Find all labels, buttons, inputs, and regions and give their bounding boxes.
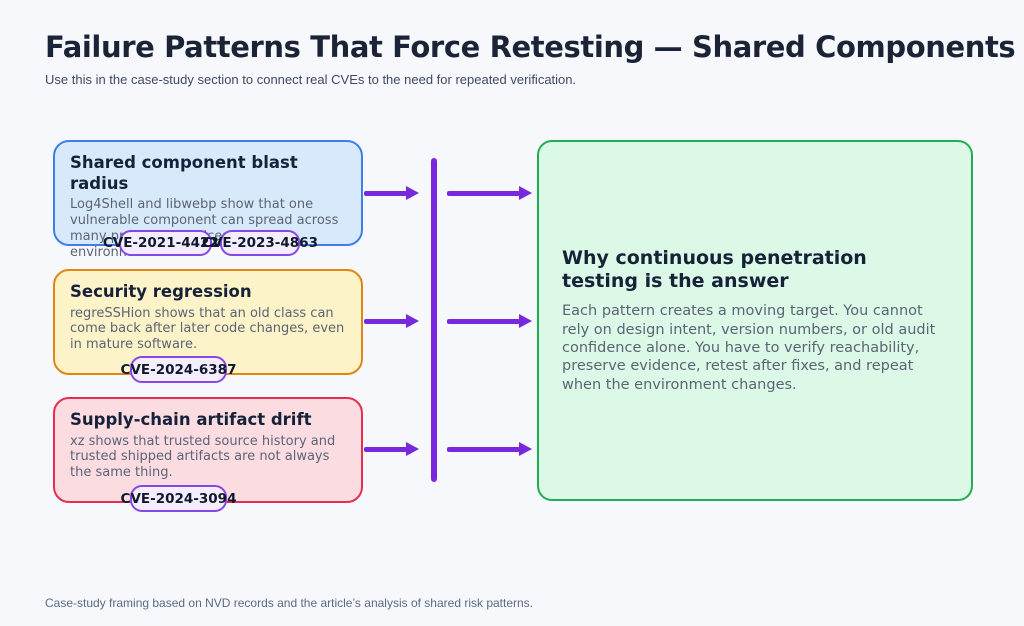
card-supply-chain-artifact-drift: Supply-chain artifact drift xz shows tha… (53, 397, 363, 512)
answer-panel: Why continuous penetration testing is th… (537, 140, 973, 501)
page-title: Failure Patterns That Force Retesting — … (45, 30, 1016, 64)
flow-arrowhead-icon (519, 186, 532, 200)
flow-arrowhead-icon (519, 442, 532, 456)
page-subtitle: Use this in the case-study section to co… (45, 72, 577, 87)
card-body: Log4Shell and libwebp show that one vuln… (70, 197, 339, 260)
flow-arrowhead-icon (406, 314, 419, 328)
card-title: Security regression (70, 282, 252, 301)
flow-arrowhead-icon (406, 442, 419, 456)
cve-badge: CVE-2023-4863 (202, 230, 318, 256)
page-footer-note: Case-study framing based on NVD records … (45, 596, 534, 610)
card-title: Supply-chain artifact drift (70, 410, 312, 429)
card-title: Shared component blast radius (70, 153, 298, 193)
cve-badge: CVE-2021-44228 (103, 230, 228, 256)
flow-arrow-line (447, 191, 520, 196)
answer-panel-body: Each pattern creates a moving target. Yo… (562, 303, 936, 393)
flow-arrow-line (364, 319, 407, 324)
vertical-connector-line (431, 158, 437, 482)
flow-arrowhead-icon (519, 314, 532, 328)
cve-badge: CVE-2024-3094 (121, 485, 236, 512)
card-shared-component-blast-radius: Shared component blast radius Log4Shell … (53, 140, 363, 260)
flow-arrow-line (447, 447, 520, 452)
answer-panel-title: Why continuous penetration testing is th… (562, 246, 867, 293)
flow-arrowhead-icon (406, 186, 419, 200)
card-body: regreSSHion shows that an old class can … (70, 305, 345, 353)
flow-arrow-line (364, 191, 407, 196)
card-body: xz shows that trusted source history and… (70, 433, 336, 481)
flow-arrow-line (447, 319, 520, 324)
cve-badge: CVE-2024-6387 (121, 356, 236, 383)
card-security-regression: Security regression regreSSHion shows th… (53, 269, 363, 383)
flow-arrow-line (364, 447, 407, 452)
